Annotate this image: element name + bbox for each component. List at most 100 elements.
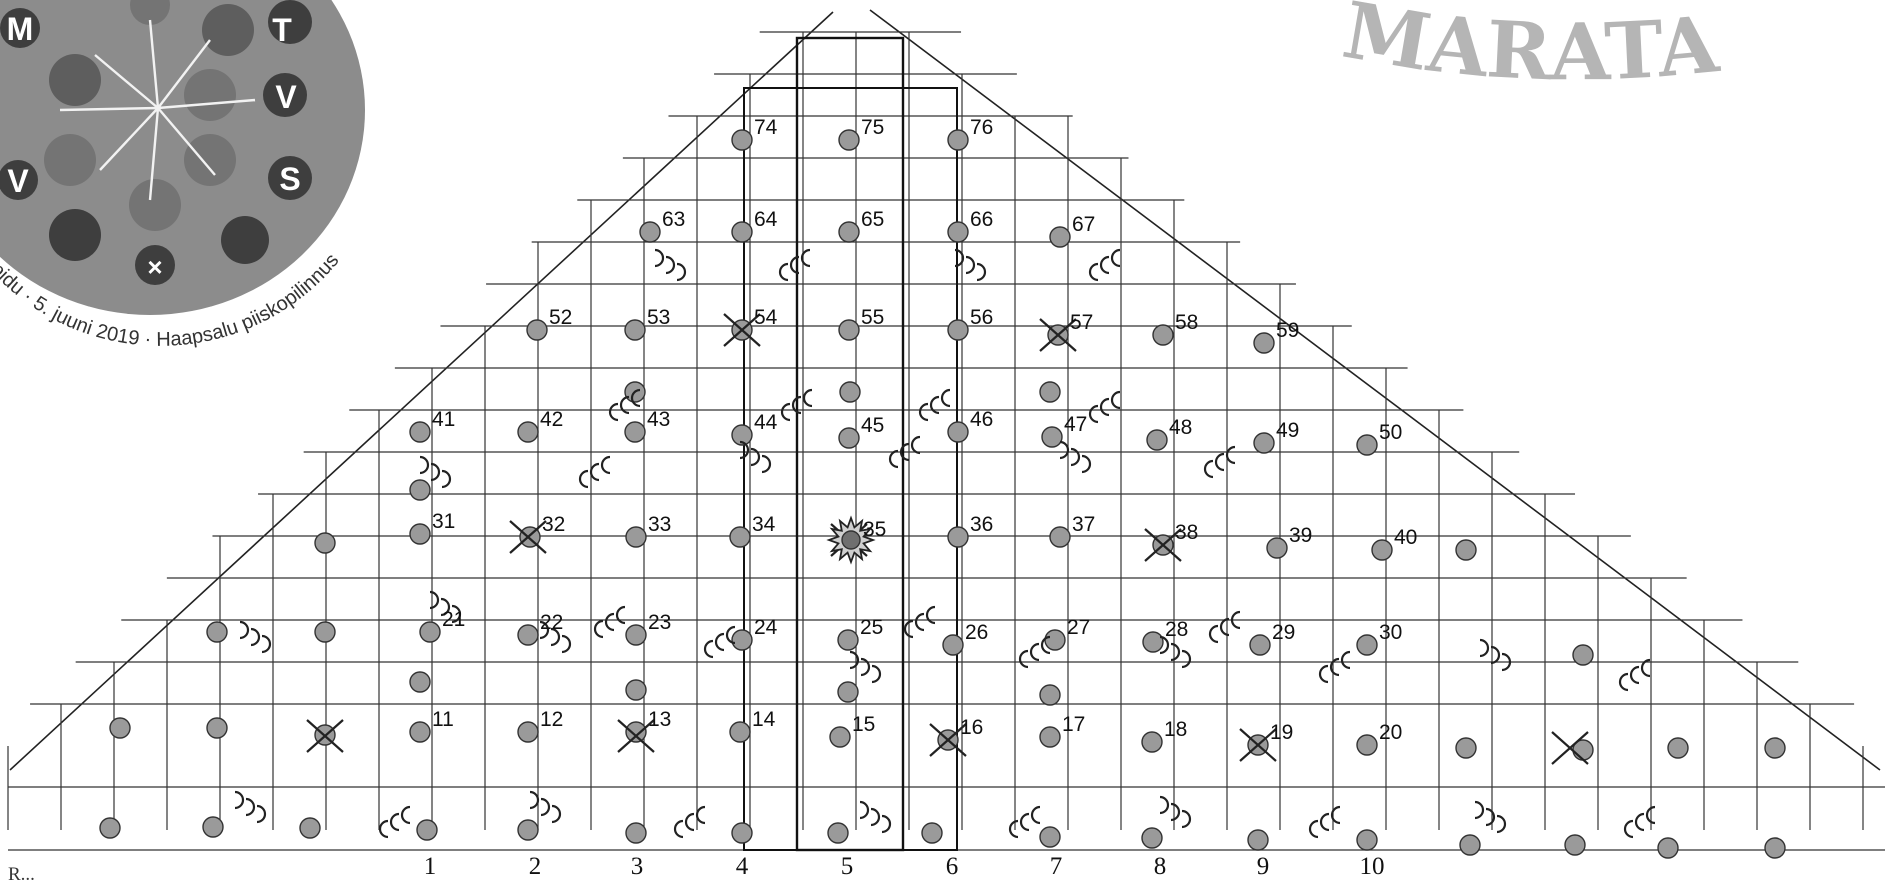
bead-marker [948, 422, 968, 442]
bead-marker [625, 320, 645, 340]
bead-marker [839, 428, 859, 448]
bead-marker [1045, 630, 1065, 650]
bead-marker [922, 823, 942, 843]
bead-marker [1040, 382, 1060, 402]
loop-icon [780, 250, 810, 280]
stamp-letter: S [279, 161, 300, 197]
bead-number: 35 [863, 518, 886, 541]
loop-icon [1090, 250, 1120, 280]
bead-number: 66 [970, 208, 993, 231]
bead-marker [518, 625, 538, 645]
loop-icon [595, 607, 625, 637]
bead-number: 75 [861, 116, 884, 139]
bead-marker [207, 622, 227, 642]
bead-marker [625, 422, 645, 442]
loop-icon [655, 250, 685, 280]
loop-icon [235, 792, 265, 822]
stamp-letter: M [7, 11, 34, 47]
bead-marker [1248, 830, 1268, 850]
bead-marker [626, 823, 646, 843]
bead-number: 45 [861, 414, 884, 437]
bead-number: 21 [442, 608, 465, 631]
loop-icon [1480, 640, 1510, 670]
bead-number: 13 [648, 708, 671, 731]
bead-marker [1765, 738, 1785, 758]
loop-icon [1160, 797, 1190, 827]
bead-number: 46 [970, 408, 993, 431]
bead-marker [1357, 435, 1377, 455]
column-number: 6 [946, 853, 959, 880]
bead-marker [838, 682, 858, 702]
bead-marker [1456, 540, 1476, 560]
bead-marker [732, 823, 752, 843]
loop-icon [1210, 612, 1240, 642]
bead-number: 38 [1175, 521, 1198, 544]
bead-number: 29 [1272, 621, 1295, 644]
bead-number: 42 [540, 408, 563, 431]
column-number: 7 [1050, 853, 1063, 880]
column-number: 10 [1360, 853, 1385, 880]
bead-marker [948, 130, 968, 150]
bead-number: 28 [1165, 618, 1188, 641]
loop-icon [530, 792, 560, 822]
loop-icon [1310, 807, 1340, 837]
stamp-letter: V [275, 79, 297, 115]
column-number: 5 [841, 853, 854, 880]
bead-number: 58 [1175, 311, 1198, 334]
column-number: 2 [529, 853, 542, 880]
bead-number: 41 [432, 408, 455, 431]
stamp-letter: V [7, 163, 29, 199]
bead-number: 54 [754, 306, 778, 329]
bead-number: 56 [970, 306, 993, 329]
bead-number: 25 [860, 616, 883, 639]
bead-marker [207, 718, 227, 738]
bead-number: 26 [965, 621, 988, 644]
bead-number: 50 [1379, 421, 1402, 444]
bead-number: 55 [861, 306, 884, 329]
bead-number: 52 [549, 306, 572, 329]
bead-number: 33 [648, 513, 671, 536]
bead-marker [518, 722, 538, 742]
bead-marker [626, 722, 646, 742]
bead-number: 40 [1394, 526, 1417, 549]
loop-icon [920, 390, 950, 420]
bead-marker [420, 622, 440, 642]
bead-marker [1372, 540, 1392, 560]
loop-icon [1060, 442, 1090, 472]
bead-marker [842, 531, 860, 549]
bead-marker [1143, 632, 1163, 652]
loop-icon [1320, 652, 1350, 682]
bead-number: 19 [1270, 721, 1293, 744]
stamp-letter: × [147, 252, 162, 282]
bead-marker [518, 820, 538, 840]
bead-marker [839, 130, 859, 150]
bead-marker [943, 635, 963, 655]
bead-number: 23 [648, 611, 671, 634]
bead-marker [1250, 635, 1270, 655]
bead-number: 49 [1276, 419, 1299, 442]
bead-marker [1565, 835, 1585, 855]
bead-marker [640, 222, 660, 242]
bead-marker [1040, 827, 1060, 847]
bead-number: 65 [861, 208, 884, 231]
bead-marker [1254, 433, 1274, 453]
event-stamp: T V S V M × pidu · 5. juuni 2019 · Haaps… [0, 0, 365, 351]
bead-marker [626, 625, 646, 645]
bead-marker [1142, 732, 1162, 752]
bead-marker [203, 817, 223, 837]
bead-marker [100, 818, 120, 838]
bead-marker [410, 422, 430, 442]
loop-icon [850, 652, 880, 682]
bead-marker [948, 320, 968, 340]
loop-icon [860, 802, 890, 832]
bead-marker [626, 527, 646, 547]
bead-number: 30 [1379, 621, 1402, 644]
bead-marker [732, 130, 752, 150]
bead-marker [730, 527, 750, 547]
bead-number: 36 [970, 513, 993, 536]
bead-marker [1456, 738, 1476, 758]
loop-icon [580, 457, 610, 487]
bead-number: 44 [754, 411, 778, 434]
bead-marker [1254, 333, 1274, 353]
